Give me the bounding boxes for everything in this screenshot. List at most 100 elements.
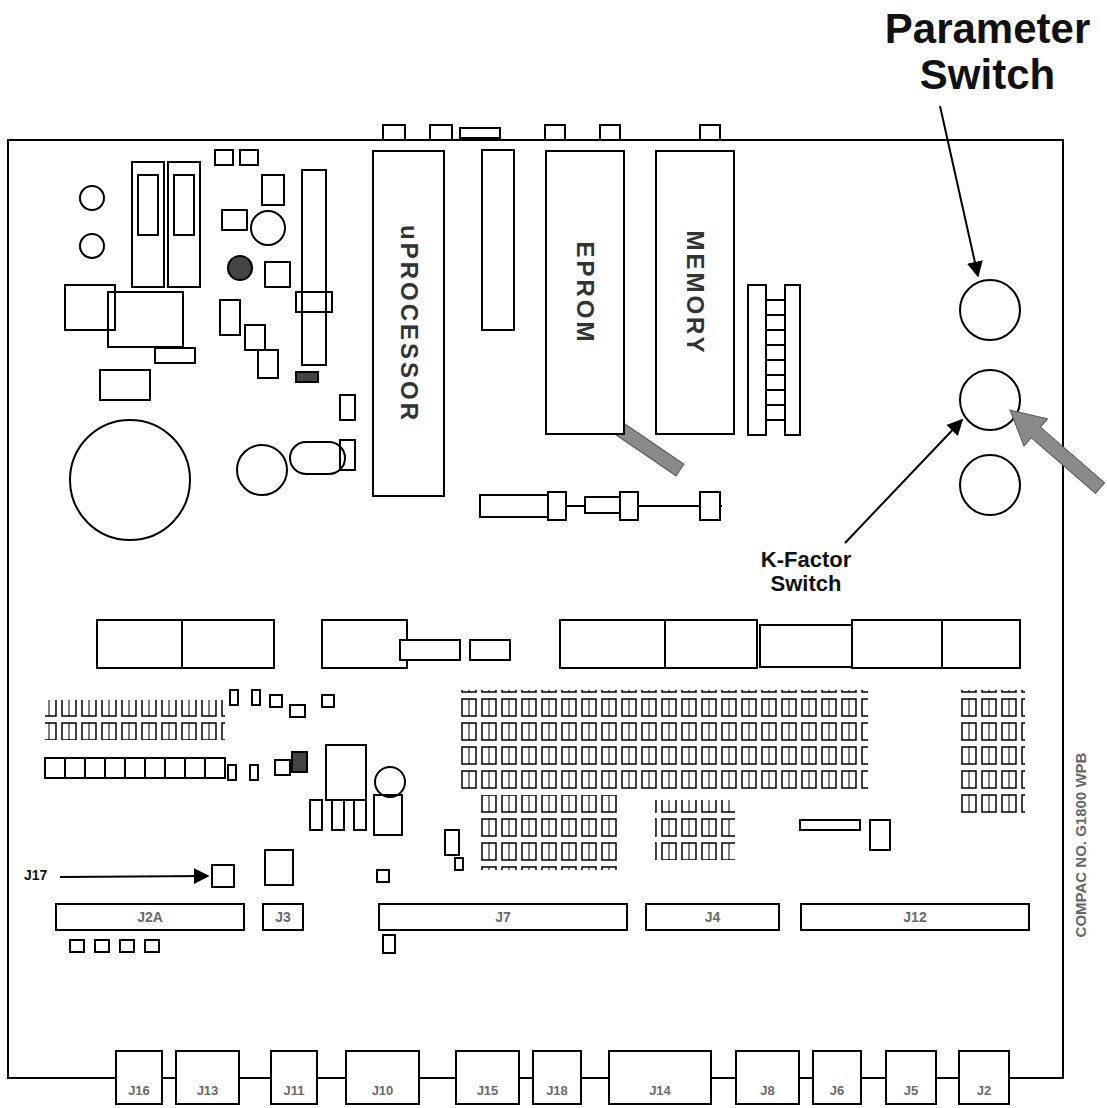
small-parts <box>270 695 282 707</box>
power-section <box>240 150 258 165</box>
power-section <box>296 372 318 382</box>
connector-label: J5 <box>904 1083 918 1098</box>
logic-section <box>482 150 514 330</box>
small-parts <box>230 690 238 705</box>
edge-connector: J6 <box>812 1050 862 1105</box>
component-field <box>45 700 225 740</box>
ic-chip: EPROM <box>545 150 625 435</box>
small-parts <box>95 940 109 952</box>
connector-label: J15 <box>477 1083 499 1098</box>
connector-label: J8 <box>760 1083 774 1098</box>
power-section <box>108 292 183 347</box>
relay-row <box>560 620 665 668</box>
power-section <box>80 234 104 258</box>
power-section <box>220 300 240 335</box>
callout-label: K-Factor Switch <box>750 548 862 596</box>
edge-connector: J13 <box>175 1050 240 1105</box>
relay-row <box>322 620 407 668</box>
power-section <box>100 370 150 400</box>
connector-label: J10 <box>372 1083 394 1098</box>
power-section <box>132 162 164 287</box>
power-section <box>258 350 278 378</box>
small-parts <box>445 830 459 855</box>
power-section <box>80 186 104 210</box>
chip-label: EPROM <box>571 241 599 344</box>
small-parts <box>228 765 236 780</box>
power-section <box>70 420 190 540</box>
connector-callout: J17 <box>24 868 47 883</box>
relay-row <box>97 620 1020 668</box>
power-section <box>174 175 194 235</box>
ic-chip: uPROCESSOR <box>372 150 445 497</box>
small-parts <box>326 745 366 800</box>
connector-label: J6 <box>830 1083 844 1098</box>
leader-line <box>940 106 978 276</box>
relay-row <box>470 640 510 660</box>
edge-connector: J18 <box>532 1050 582 1105</box>
power-section <box>65 150 355 540</box>
component-field <box>65 758 205 778</box>
logic-section <box>748 285 766 435</box>
connector-label: J14 <box>649 1083 671 1098</box>
power-section <box>245 325 265 350</box>
edge-connector: J5 <box>885 1050 937 1105</box>
edge-connector: J14 <box>608 1050 712 1105</box>
power-section <box>222 210 247 230</box>
pcb-board <box>8 140 1063 1078</box>
small-parts <box>292 752 307 772</box>
leader-line <box>60 876 208 877</box>
logic-section <box>700 492 720 520</box>
connector-label: J3 <box>275 909 291 925</box>
chip-label: uPROCESSOR <box>395 224 423 422</box>
connector-label: J13 <box>197 1083 219 1098</box>
logic-section <box>600 125 620 140</box>
power-section <box>296 292 332 312</box>
small-parts <box>310 800 322 830</box>
small-parts <box>455 858 463 870</box>
pcb-board <box>8 140 1063 1078</box>
pointer-arrow <box>562 382 1107 502</box>
small-parts <box>354 800 366 830</box>
board-marking: COMPAC NO. G1800 WPB <box>1073 753 1090 938</box>
component-field <box>960 690 1025 815</box>
chip-label: MEMORY <box>681 230 709 355</box>
small-parts <box>212 865 234 887</box>
switch-circle <box>960 455 1020 515</box>
power-section <box>215 150 233 165</box>
connector-label: J11 <box>284 1083 305 1098</box>
edge-connector: J10 <box>345 1050 420 1105</box>
logic-section <box>766 300 785 420</box>
connector-label: J2 <box>977 1083 991 1098</box>
edge-connector: J16 <box>115 1050 163 1105</box>
connector-label: J18 <box>546 1083 568 1098</box>
small-parts <box>275 760 290 775</box>
ic-chip: MEMORY <box>655 150 735 435</box>
logic-section <box>548 492 566 520</box>
edge-connector: J8 <box>735 1050 800 1105</box>
connector-label: J12 <box>903 909 926 925</box>
power-section <box>290 442 345 474</box>
small-parts <box>322 695 334 707</box>
power-section <box>251 211 285 245</box>
pointer-arrow <box>998 396 1107 501</box>
small-parts <box>265 850 293 885</box>
small-parts <box>332 800 344 830</box>
small-parts <box>800 820 860 830</box>
callout-title: Parameter Switch <box>875 6 1100 98</box>
relay-row <box>942 620 1020 668</box>
relay-row <box>852 620 942 668</box>
logic-section <box>480 495 550 517</box>
header-connector: J7 <box>378 903 628 931</box>
logic-section <box>545 125 565 140</box>
power-section <box>302 170 326 365</box>
small-parts <box>375 767 405 797</box>
leader-line <box>60 106 978 877</box>
edge-connector: J11 <box>270 1050 318 1105</box>
leader-line <box>845 420 962 543</box>
logic-section <box>383 125 405 140</box>
logic-section <box>785 285 800 435</box>
power-section <box>262 175 284 205</box>
edge-connector: J2 <box>958 1050 1010 1105</box>
switch-circle <box>960 280 1020 340</box>
small-parts <box>252 690 260 705</box>
